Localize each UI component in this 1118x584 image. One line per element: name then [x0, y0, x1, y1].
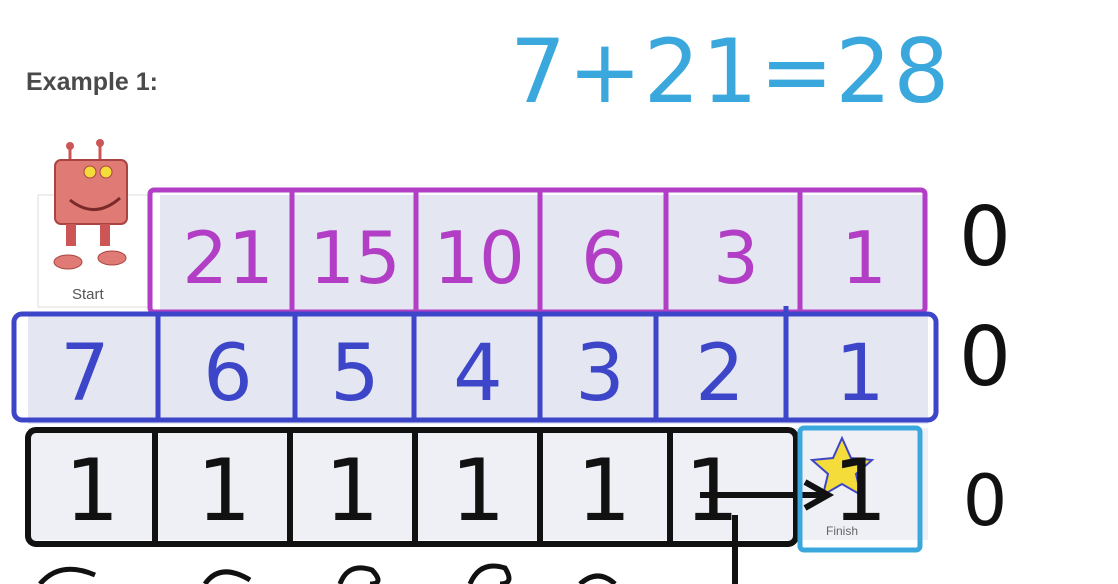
- finish-box: [797, 425, 923, 553]
- black-cell-1: 1: [197, 441, 252, 541]
- magenta-cell-0: 21: [182, 216, 274, 300]
- magenta-cell-4: 3: [713, 216, 759, 300]
- blue-right-zero: 0: [959, 310, 1011, 405]
- bottom-scribbles: [38, 563, 617, 584]
- blue-cell-3: 4: [453, 329, 503, 419]
- blue-cell-1: 6: [203, 329, 253, 419]
- magenta-cell-3: 6: [581, 216, 627, 300]
- right-marks: 0 0 0: [959, 190, 1011, 542]
- magenta-cell-2: 10: [433, 216, 525, 300]
- blue-cell-5: 2: [695, 329, 745, 419]
- tile-row-bottom: [28, 428, 928, 540]
- blue-cell-0: 7: [60, 329, 110, 419]
- blue-cell-4: 3: [575, 329, 625, 419]
- magenta-right-zero: 0: [959, 190, 1011, 285]
- magenta-cell-5: 1: [841, 216, 887, 300]
- black-cell-6: 1: [833, 441, 888, 541]
- black-cell-0: 1: [65, 441, 120, 541]
- finish-label: Finish: [826, 524, 858, 538]
- equation-text: 7+21=28: [510, 20, 951, 123]
- blue-cell-6: 1: [835, 329, 885, 419]
- black-cell-3: 1: [451, 441, 506, 541]
- black-cell-2: 1: [325, 441, 380, 541]
- robot-icon: [53, 139, 128, 270]
- start-label: Start: [72, 286, 105, 303]
- tile-row-middle: [28, 312, 928, 424]
- black-row-boxes: [25, 427, 835, 584]
- magenta-cell-1: 15: [309, 216, 401, 300]
- blue-row-boxes: [11, 306, 939, 423]
- blue-cell-2: 5: [330, 329, 380, 419]
- example-title: Example 1:: [26, 68, 159, 96]
- star-icon: [809, 435, 875, 498]
- black-right-zero: 0: [963, 460, 1008, 542]
- black-cell-5: 1: [685, 441, 740, 541]
- black-cell-4: 1: [577, 441, 632, 541]
